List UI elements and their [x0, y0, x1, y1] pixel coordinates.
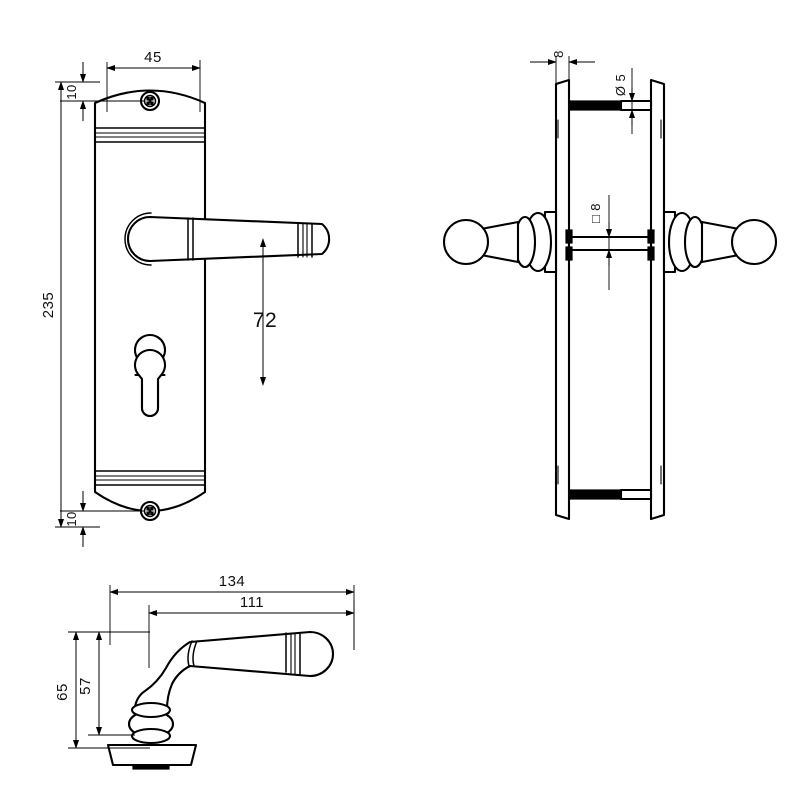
backplate-bottom-grooves: [95, 470, 205, 486]
dimension-plate-height: 235: [40, 81, 100, 528]
keyhole-cutout: [133, 348, 167, 417]
backplate-outline: [93, 89, 207, 513]
dimension-label-plate-height: 235: [40, 292, 57, 319]
lever-profile-tip-grooves: [285, 632, 301, 676]
right-backplate-section: [649, 78, 666, 521]
lever-profile-rose: [106, 743, 198, 767]
dimension-bottom-screw-offset: 10: [60, 491, 145, 547]
dimension-screw-hole-diameter: Ø 5: [613, 68, 636, 134]
dimension-lever-to-keyhole: 72: [253, 238, 277, 386]
lever-profile-outline: [133, 630, 334, 733]
left-lever-side: [442, 210, 558, 274]
left-backplate-section: [554, 78, 571, 521]
dimension-top-screw-offset: 10: [60, 62, 145, 121]
lever-profile-neck-band: [187, 640, 198, 667]
dimension-label-lever-length-grip: 111: [240, 594, 264, 611]
dimension-label-lever-length-overall: 134: [219, 573, 246, 590]
dimension-label-lever-to-keyhole: 72: [253, 309, 277, 332]
dimension-label-spindle-square: □ 8: [588, 203, 603, 223]
lever-profile-rose-lip: [132, 764, 170, 770]
lever-handle-front: [124, 212, 331, 266]
backplate-top-grooves: [95, 127, 205, 143]
dimension-label-top-screw-offset: 10: [64, 84, 79, 99]
side-section-view: 8 Ø 5 □ 8: [442, 50, 778, 521]
dimension-label-bottom-screw-offset: 10: [64, 511, 79, 526]
lever-profile-collar: [127, 701, 175, 745]
dimension-lever-height-neck: 57: [77, 631, 150, 736]
bottom-fixing-bolt-solid: [568, 489, 622, 500]
dimension-label-plate-thickness: 8: [551, 50, 566, 58]
bottom-fixing-bolt-sleeve: [619, 488, 653, 501]
dimension-spindle-square: □ 8: [588, 195, 613, 290]
dimension-plate-thickness: 8: [530, 50, 595, 102]
dimension-label-screw-hole-diameter: Ø 5: [613, 74, 628, 96]
dimension-label-lever-height-overall: 65: [54, 683, 71, 701]
dimension-label-lever-height-neck: 57: [77, 677, 94, 695]
front-elevation-view: 45 235 10 1: [40, 49, 331, 547]
top-fixing-bolt-solid: [568, 100, 622, 111]
top-fixing-bolt-sleeve: [619, 99, 653, 112]
spindle-square-bar: [565, 229, 655, 261]
dimension-label-plate-width: 45: [144, 49, 162, 66]
right-lever-side: [662, 210, 778, 274]
dimension-lever-length-grip: 111: [148, 594, 355, 668]
dimension-plate-width: 45: [106, 49, 201, 112]
lever-profile-view: 134 111 65 57: [54, 573, 355, 770]
